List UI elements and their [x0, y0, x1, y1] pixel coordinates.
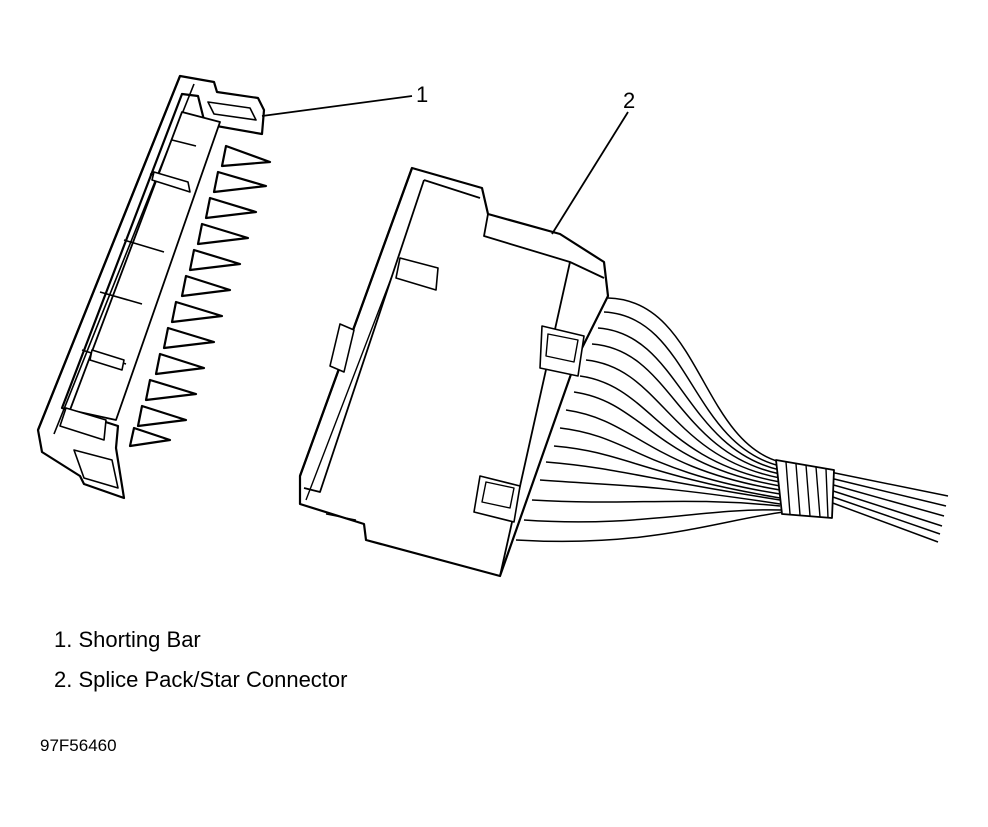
callout-1-number: 1	[416, 82, 428, 107]
splice-pack-connector	[298, 166, 949, 578]
legend: 1. Shorting Bar 2. Splice Pack/Star Conn…	[54, 620, 347, 700]
callout-1-leader	[261, 95, 413, 117]
legend-item-shorting-bar: 1. Shorting Bar	[54, 627, 201, 652]
connector-diagram: 1 2	[36, 74, 949, 578]
shorting-bar	[36, 74, 272, 500]
figure-id: 97F56460	[40, 736, 117, 755]
wire-bundle	[515, 297, 949, 543]
callout-2-number: 2	[623, 88, 635, 113]
legend-item-splice-pack: 2. Splice Pack/Star Connector	[54, 667, 348, 692]
callout-2-leader	[551, 111, 629, 235]
